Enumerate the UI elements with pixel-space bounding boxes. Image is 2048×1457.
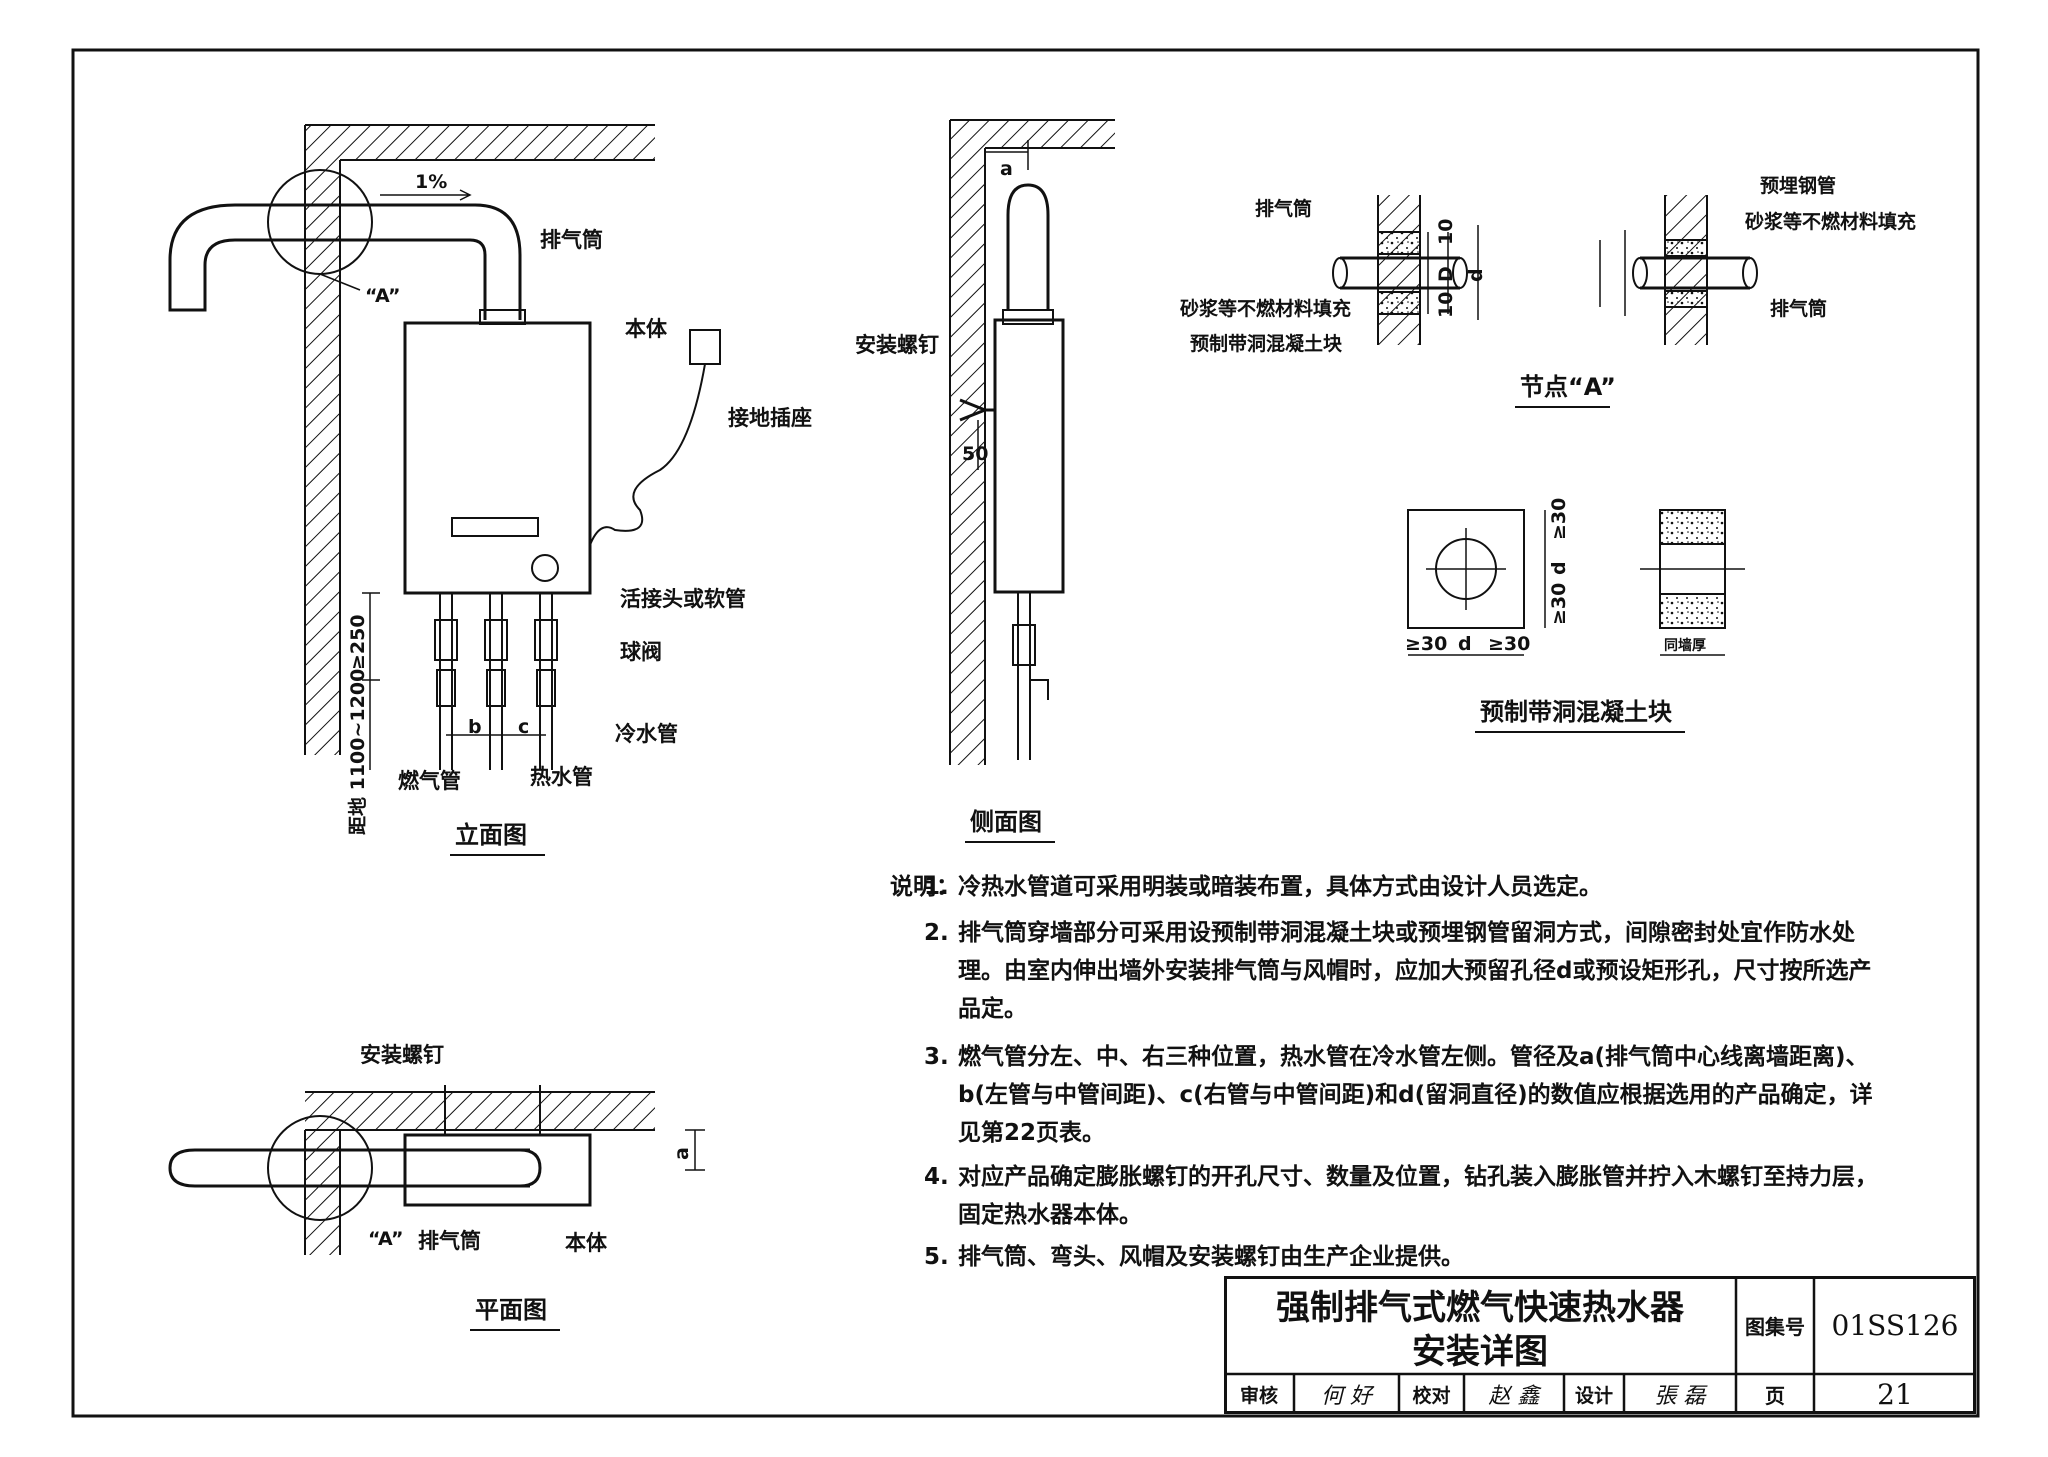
- design-label: 设计: [1574, 1384, 1613, 1407]
- note-item: 1. 冷热水管道可采用明装或暗装布置，具体方式由设计人员选定。: [924, 868, 1888, 906]
- precast-labels: ≥30 d ≥30 ≥30 d ≥30 同墙厚 预制带洞混凝土块: [1405, 498, 1706, 733]
- side-dim-a: a: [1000, 158, 1013, 180]
- side-caption: 侧面图: [970, 808, 1042, 836]
- note-number: 1.: [924, 874, 949, 900]
- title-block: 强制排气式燃气快速热水器 安装详图 图集号 01SS126 审核 何 好 校对 …: [1224, 1276, 1976, 1414]
- plan-label-screw: 安装螺钉: [360, 1043, 444, 1067]
- page-label: 页: [1765, 1383, 1785, 1408]
- note-number: 5.: [924, 1244, 949, 1270]
- side-labels: 安装螺钉 a 50 侧面图: [855, 158, 1055, 843]
- elev-label-slope: 1%: [415, 171, 447, 193]
- note-item: 5. 排气筒、弯头、风帽及安装螺钉由生产企业提供。: [924, 1238, 1888, 1276]
- block-dim-30d: ≥30: [1488, 633, 1530, 655]
- note-number: 3.: [924, 1044, 949, 1070]
- elev-label-valve: 球阀: [620, 640, 662, 664]
- elev-label-node: “A”: [365, 285, 401, 307]
- node-label-exhaust: 排气筒: [1255, 197, 1312, 220]
- note-item: 2. 排气筒穿墙部分可采用设预制带洞混凝土块或预埋钢管留洞方式，间隙密封处宜作防…: [924, 914, 1888, 1028]
- side-label-screw: 安装螺钉: [855, 333, 939, 357]
- note-number: 2.: [924, 920, 949, 946]
- elev-label-hot: 热水管: [530, 765, 593, 789]
- node-dim-d: d: [1465, 268, 1487, 282]
- sheet-border: [71, 48, 1980, 1418]
- elev-dim-floor: 距地 1100~1200: [346, 669, 369, 835]
- block-dim-d: d: [1548, 561, 1570, 575]
- note-item: 4. 对应产品确定膨胀螺钉的开孔尺寸、数量及位置，钻孔装入膨胀管并拧入木螺钉至持…: [924, 1158, 1888, 1234]
- elev-label-union: 活接头或软管: [620, 587, 746, 611]
- page-number: 21: [1877, 1377, 1913, 1411]
- design-signature: 張 磊: [1654, 1384, 1706, 1409]
- block-caption: 预制带洞混凝土块: [1480, 698, 1672, 726]
- note-text: 燃气管分左、中、右三种位置，热水管在冷水管左侧。管径及a(排气筒中心线离墙距离)…: [958, 1044, 1873, 1146]
- elev-label-cold: 冷水管: [615, 722, 678, 746]
- plan-dim-a: a: [671, 1147, 693, 1160]
- review-signature: 何 好: [1321, 1384, 1372, 1409]
- note-text: 冷热水管道可采用明装或暗装布置，具体方式由设计人员选定。: [958, 874, 1602, 900]
- block-dim-d2: d: [1458, 633, 1472, 655]
- elev-label-socket: 接地插座: [728, 406, 812, 430]
- node-label-block: 预制带洞混凝土块: [1190, 332, 1343, 355]
- node-label-fill: 砂浆等不燃材料填充: [1180, 297, 1351, 320]
- node-label-exhaust2: 排气筒: [1770, 297, 1827, 320]
- note-text: 排气筒、弯头、风帽及安装螺钉由生产企业提供。: [958, 1244, 1464, 1270]
- block-dim-wall: 同墙厚: [1664, 637, 1706, 654]
- title-block-grid: [1224, 1276, 1976, 1414]
- node-dim-D: D: [1435, 266, 1457, 282]
- elev-dim-height: ≥250: [347, 614, 369, 670]
- elev-dim-c: c: [518, 716, 529, 738]
- check-label: 校对: [1412, 1384, 1451, 1407]
- plan-labels: 安装螺钉 “A” 排气筒 本体 a 平面图: [360, 1043, 693, 1331]
- check-signature: 赵 鑫: [1488, 1384, 1540, 1409]
- elev-label-body: 本体: [625, 317, 668, 341]
- side-dim-50: 50: [962, 443, 988, 465]
- side-view: [949, 119, 1115, 765]
- notes-heading: 说明：: [890, 874, 959, 900]
- block-dim-30c: ≥30: [1405, 633, 1447, 655]
- node-a: [1332, 195, 1758, 345]
- block-dim-30b: ≥30: [1548, 583, 1570, 625]
- atlas-label: 图集号: [1745, 1314, 1805, 1339]
- elev-label-exhaust: 排气筒: [540, 228, 603, 252]
- elev-dim-b: b: [468, 716, 482, 738]
- precast-block: [1407, 509, 1745, 656]
- drawing-title-line2: 安装详图: [1412, 1331, 1548, 1372]
- plan-label-body: 本体: [565, 1231, 608, 1255]
- plan-label-node: “A”: [368, 1228, 404, 1250]
- note-text: 排气筒穿墙部分可采用设预制带洞混凝土块或预埋钢管留洞方式，间隙密封处宜作防水处理…: [958, 920, 1872, 1022]
- node-a-labels: 排气筒 砂浆等不燃材料填充 预制带洞混凝土块 预埋钢管 砂浆等不燃材料填充 排气…: [1180, 174, 1916, 408]
- node-caption: 节点“A”: [1520, 373, 1616, 401]
- elev-caption: 立面图: [455, 821, 527, 849]
- drawing-title-line1: 强制排气式燃气快速热水器: [1276, 1287, 1684, 1328]
- note-item: 3. 燃气管分左、中、右三种位置，热水管在冷水管左侧。管径及a(排气筒中心线离墙…: [924, 1038, 1888, 1152]
- block-dim-30a: ≥30: [1548, 498, 1570, 540]
- elev-label-gas: 燃气管: [398, 769, 461, 793]
- node-dim-10b: 10: [1435, 292, 1457, 318]
- plan-label-exhaust: 排气筒: [418, 1229, 481, 1253]
- atlas-number: 01SS126: [1831, 1308, 1959, 1342]
- plan-caption: 平面图: [475, 1296, 547, 1324]
- node-dim-10a: 10: [1435, 219, 1457, 245]
- node-label-fill2: 砂浆等不燃材料填充: [1745, 210, 1916, 233]
- note-number: 4.: [924, 1164, 949, 1190]
- review-label: 审核: [1239, 1384, 1278, 1407]
- elevation-labels: 排气筒 本体 接地插座 活接头或软管 球阀 冷水管 热水管 燃气管 1% “A”…: [346, 171, 812, 856]
- elevation-view: [168, 124, 721, 770]
- plan-view: [168, 1085, 705, 1255]
- note-text: 对应产品确定膨胀螺钉的开孔尺寸、数量及位置，钻孔装入膨胀管并拧入木螺钉至持力层，…: [958, 1164, 1878, 1228]
- node-label-steel: 预埋钢管: [1760, 174, 1836, 197]
